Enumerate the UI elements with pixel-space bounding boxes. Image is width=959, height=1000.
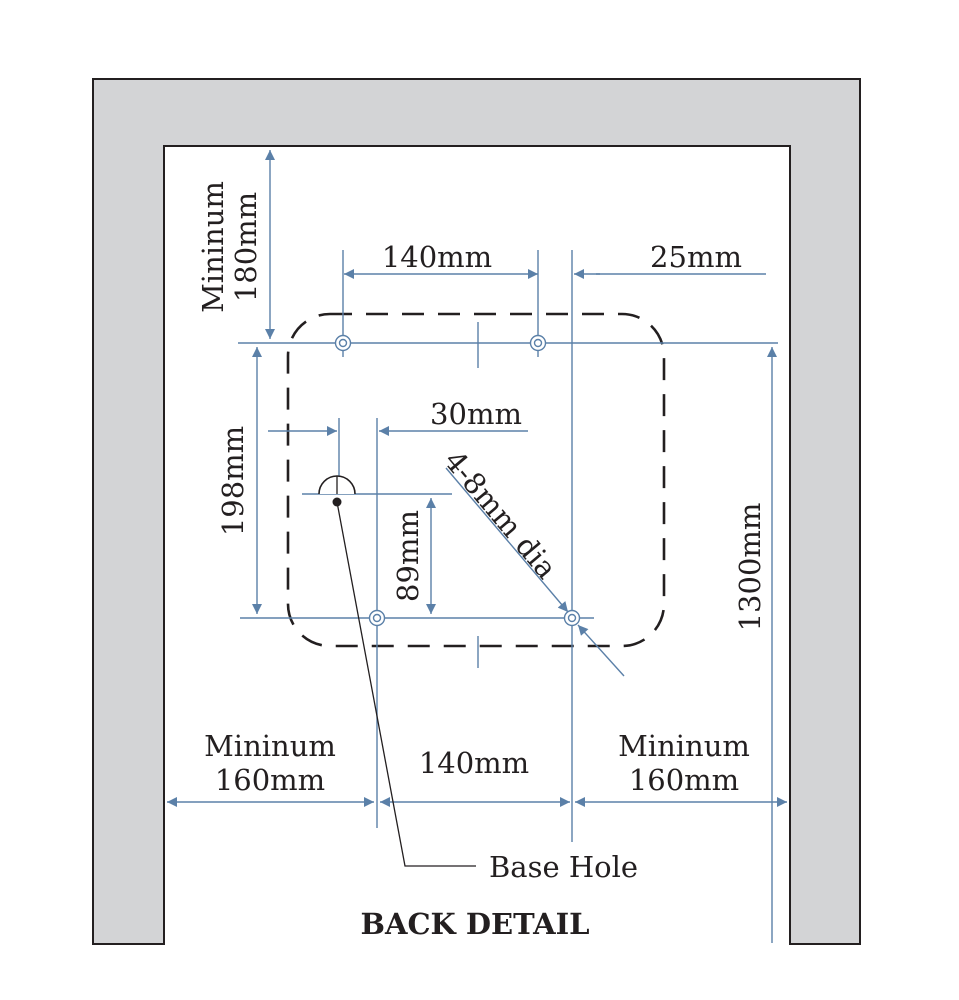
fixing-hole-top-left xyxy=(334,334,352,352)
fixing-hole-top-right xyxy=(529,334,547,352)
label-bottom-spacing: 140mm xyxy=(419,746,529,780)
base-hole-leader xyxy=(336,501,476,867)
wall-recess xyxy=(92,78,861,945)
label-right-offset: 25mm xyxy=(650,240,742,274)
diagram-title: BACK DETAIL xyxy=(360,907,589,941)
label-left-minimum-line2: 160mm xyxy=(215,763,325,797)
label-right-minimum-line2: 160mm xyxy=(629,763,739,797)
fixing-hole-bottom-right xyxy=(563,609,581,627)
dim-dia-tail xyxy=(577,624,625,677)
label-hole-diameter: 4-8mm dia xyxy=(437,444,563,585)
label-top-minimum-line1: Mininum xyxy=(196,181,230,313)
fixing-hole-bottom-left xyxy=(368,609,386,627)
label-top-minimum-line2: 180mm xyxy=(229,192,263,302)
label-right-minimum-line1: Mininum xyxy=(618,729,750,763)
label-height-1300: 1300mm xyxy=(733,503,767,632)
label-top-spacing: 140mm xyxy=(382,240,492,274)
toilet-outline xyxy=(286,312,666,648)
label-left-minimum-line1: Mininum xyxy=(204,729,336,763)
label-base-hole: Base Hole xyxy=(489,850,638,884)
base-hole-symbol xyxy=(318,475,356,507)
label-offset-30: 30mm xyxy=(430,397,522,431)
dim-dia-leader xyxy=(445,467,569,613)
label-height-198: 198mm xyxy=(216,426,250,536)
label-height-89: 89mm xyxy=(391,510,425,602)
